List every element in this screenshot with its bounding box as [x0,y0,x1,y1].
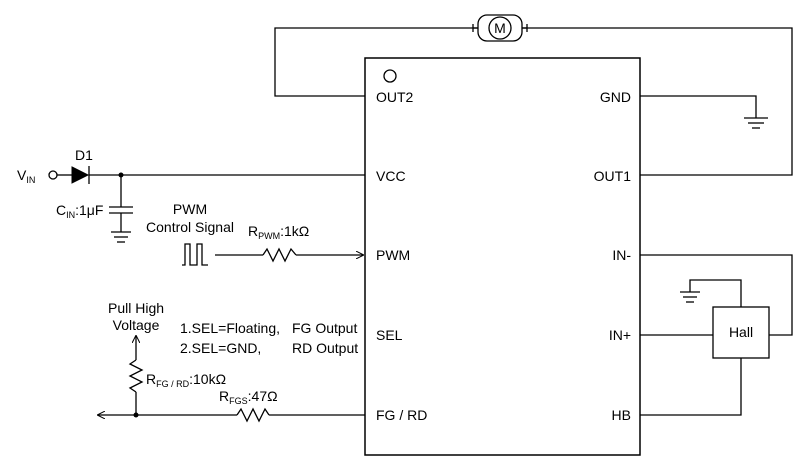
sel-note-line2-a: 2.SEL=GND, [180,340,261,356]
pull-high-label-2: Voltage [113,317,160,333]
vin-terminal [48,170,58,180]
vin-label: VIN [17,167,35,185]
pin-pwm: PWM [376,247,410,263]
rfg-label: RFG / RD:10kΩ [146,371,226,389]
pin-out2: OUT2 [376,89,414,105]
motor-wire-out1 [520,27,793,176]
pwm-signal-label-2: Control Signal [146,219,234,235]
ground-icon [744,117,768,129]
pin-in-minus: IN- [612,247,631,263]
pin-out1: OUT1 [594,168,632,184]
gnd-wire [640,95,757,118]
hall-sensor [712,306,770,359]
ground-icon [680,291,700,303]
hall-label: Hall [729,324,753,340]
pin1-marker [383,69,397,83]
rfgs-label: RFGS:47Ω [219,388,278,406]
rfgs-resistor-icon [236,407,270,423]
sel-note-line2-b: RD Output [292,340,358,356]
pin-sel: SEL [376,327,403,343]
pin-gnd: GND [600,89,631,105]
motor-icon [488,16,512,40]
pin-hb: HB [612,407,631,423]
rpwm-resistor-icon [262,247,297,263]
cin-label: CIN:1μF [56,202,103,220]
hall-gnd-wire [689,279,742,307]
pin-in-plus: IN+ [609,327,631,343]
motor-label: M [494,20,506,36]
hb-wire [640,358,742,416]
in-minus-wire [640,254,793,336]
ground-icon [111,231,131,243]
rpwm-label: RPWM:1kΩ [248,223,309,241]
pin-vcc: VCC [376,168,406,184]
diode-icon [71,166,90,184]
diode-label: D1 [75,147,93,163]
ic-body [364,57,641,456]
motor-wire-out2 [274,27,480,97]
capacitor-icon [109,206,133,214]
sel-note-line1-b: FG Output [292,320,357,336]
pin-fg-rd: FG / RD [376,407,427,423]
pwm-waveform-icon [182,243,208,266]
fg-junction [133,412,139,418]
rfg-resistor-icon [128,359,144,393]
sel-note-line1-a: 1.SEL=Floating, [180,320,280,336]
pwm-signal-label: PWM [173,201,207,217]
pull-high-label: Pull High [108,300,164,316]
